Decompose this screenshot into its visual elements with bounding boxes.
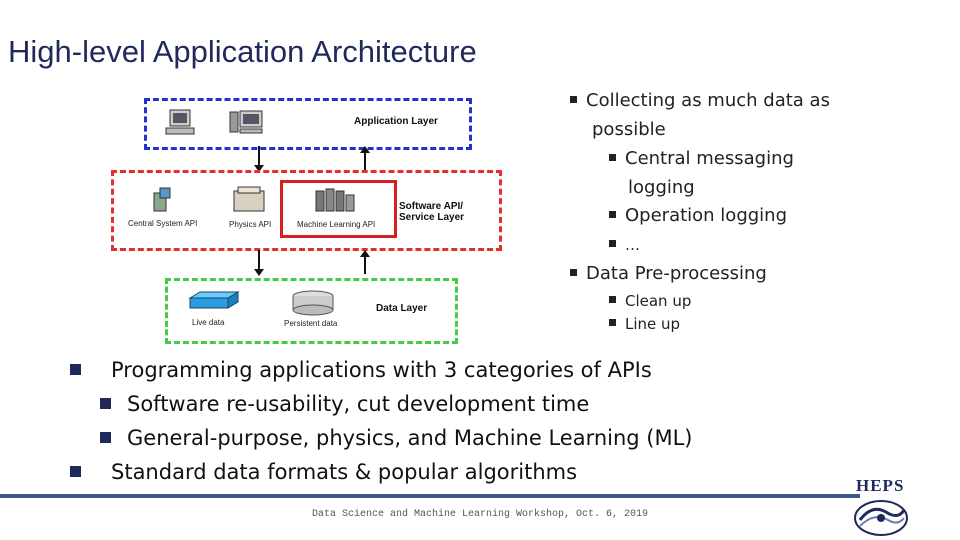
- bullet-general-purpose: General-purpose, physics, and Machine Le…: [100, 426, 693, 450]
- square-bullet-icon: [609, 319, 616, 326]
- workstation-icon: [229, 110, 263, 134]
- desktop-computer-icon: [165, 109, 195, 135]
- up-arrow-icon: [360, 250, 370, 274]
- application-layer-box: [144, 98, 472, 150]
- data-layer-box: [165, 278, 458, 344]
- down-arrow-icon: [254, 250, 264, 276]
- square-bullet-icon: [100, 431, 111, 443]
- square-bullet-icon: [609, 210, 616, 218]
- bullet-continuation: possible: [592, 119, 666, 140]
- bullet-text: Central messaging: [625, 148, 794, 169]
- down-arrow-icon: [254, 146, 264, 172]
- bullet-collecting: Collecting as much data as: [570, 90, 830, 111]
- bullet-ellipsis: …: [609, 236, 640, 254]
- bullet-continuation: logging: [628, 177, 695, 198]
- footer-rule: [0, 494, 860, 498]
- square-bullet-icon: [609, 296, 616, 303]
- application-layer-label: Application Layer: [354, 116, 438, 127]
- slide-title: High-level Application Architecture: [8, 34, 477, 69]
- bullet-text: Operation logging: [625, 205, 787, 226]
- ml-api-highlight: [280, 180, 397, 238]
- data-layer-label: Data Layer: [376, 303, 428, 314]
- central-system-icon: [153, 187, 171, 212]
- machine-learning-api-label: Machine Learning API: [297, 220, 376, 229]
- square-bullet-icon: [609, 240, 616, 247]
- bullet-text: Programming applications with 3 categori…: [111, 358, 652, 382]
- live-data-switch-icon: [188, 291, 240, 309]
- bullet-text: Standard data formats & popular algorith…: [111, 460, 578, 484]
- bullet-text: Collecting as much data as: [586, 90, 830, 111]
- data-component-icons: [188, 290, 334, 316]
- service-component-icons: [153, 186, 355, 212]
- bullet-text: Line up: [625, 315, 681, 333]
- footer-text: Data Science and Machine Learning Worksh…: [312, 509, 649, 520]
- square-bullet-icon: [570, 95, 577, 103]
- computer-icons: [165, 109, 263, 135]
- service-layer-label: Software API/ Service Layer: [399, 201, 464, 223]
- service-layer-label-line1: Software API/: [399, 201, 464, 212]
- service-layer-label-line2: Service Layer: [399, 212, 465, 223]
- square-bullet-icon: [70, 465, 81, 477]
- physics-api-label: Physics API: [229, 220, 272, 229]
- bullet-central-messaging: Central messaging: [609, 148, 794, 169]
- bullet-clean-up: Clean up: [609, 292, 691, 310]
- square-bullet-icon: [70, 363, 81, 375]
- live-data-label: Live data: [192, 318, 225, 327]
- up-arrow-icon: [360, 146, 370, 170]
- bullet-text: Clean up: [625, 292, 692, 310]
- persistent-data-label: Persistent data: [284, 319, 338, 328]
- bullet-text: Software re-usability, cut development t…: [127, 392, 590, 416]
- heps-logo-text: HEPS: [856, 476, 905, 495]
- square-bullet-icon: [570, 268, 577, 276]
- ml-server-cluster-icon: [315, 188, 355, 212]
- central-system-api-label: Central System API: [128, 219, 198, 228]
- bullet-operation-logging: Operation logging: [609, 205, 787, 226]
- bullet-standard-formats: Standard data formats & popular algorith…: [70, 460, 577, 484]
- bullet-programming-apis: Programming applications with 3 categori…: [70, 358, 652, 382]
- bullet-software-reusability: Software re-usability, cut development t…: [100, 392, 589, 416]
- square-bullet-icon: [609, 153, 616, 161]
- bullet-text: General-purpose, physics, and Machine Le…: [127, 426, 693, 450]
- bullet-data-preprocessing: Data Pre-processing: [570, 263, 767, 284]
- heps-swirl-logo-icon: [854, 500, 908, 536]
- square-bullet-icon: [100, 397, 111, 409]
- bullet-line-up: Line up: [609, 315, 680, 333]
- service-layer-box: [111, 170, 502, 251]
- bullet-text: …: [625, 236, 640, 254]
- bullet-text: Data Pre-processing: [586, 263, 767, 284]
- database-cylinder-icon: [292, 290, 334, 316]
- physics-server-icon: [233, 186, 265, 212]
